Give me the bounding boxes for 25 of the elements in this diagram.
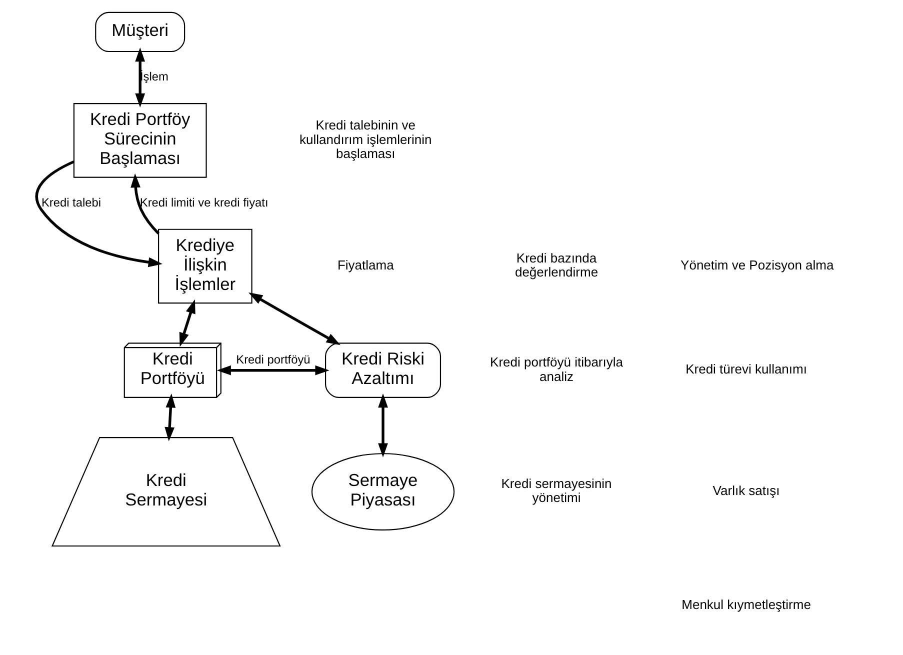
- node-box: Kredi Portföy Sürecinin Başlaması: [73, 103, 207, 178]
- arrow: [35, 160, 163, 268]
- label: Fiyatlama: [337, 258, 394, 273]
- arrow: [248, 292, 341, 346]
- label: Varlık satışı: [712, 483, 780, 498]
- edge-label: Kredi talebi: [41, 195, 102, 210]
- arrow: [164, 394, 176, 442]
- edge-label: Kredi portföyü: [236, 352, 310, 367]
- node-box: Müşteri: [95, 12, 186, 52]
- label: Yönetim ve Pozisyon alma: [680, 258, 834, 273]
- edge-label: Kredi limiti ve kredi fiyatı: [140, 195, 268, 210]
- node-box: Krediye İlişkin İşlemler: [158, 228, 252, 304]
- arrow: [135, 48, 146, 108]
- label: Kredi sermayesinin yönetimi: [501, 476, 612, 506]
- node-ellipse: Sermaye Piyasası: [311, 453, 455, 531]
- arrow: [179, 299, 196, 347]
- label: Kredi bazında değerlendirme: [514, 250, 598, 280]
- arrow: [130, 173, 160, 234]
- label: Menkul kıymetleştirme: [682, 597, 811, 612]
- label: Kredi türevi kullanımı: [686, 362, 807, 377]
- arrow: [378, 394, 388, 458]
- arrow: [216, 365, 330, 376]
- label: Kredi talebinin ve kullandırım işlemlerinin başlaması: [300, 118, 432, 161]
- label: Kredi portföyü itibarıyla analiz: [490, 354, 623, 384]
- node-box: Kredi Riski Azaltımı: [325, 342, 442, 398]
